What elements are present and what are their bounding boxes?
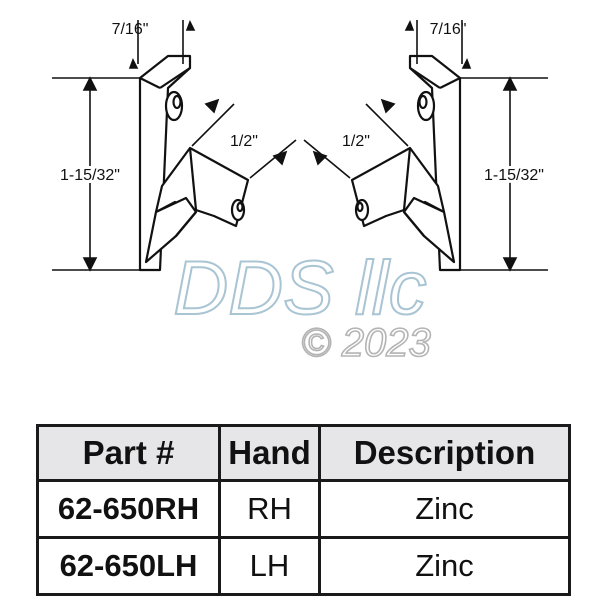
right-bracket-drawing bbox=[303, 20, 548, 272]
technical-diagram: 7/16" 7/16" 1-15/32" 1-15/32" 1/2" 1/2" … bbox=[52, 20, 548, 366]
hand-cell: LH bbox=[218, 536, 321, 596]
right-offset-label: 1/2" bbox=[342, 133, 370, 150]
table-row: 62-650LH LH Zinc bbox=[36, 536, 571, 596]
hand-cell: RH bbox=[218, 479, 321, 539]
left-height-label: 1-15/32" bbox=[60, 167, 120, 184]
left-width-label: 7/16" bbox=[112, 21, 149, 38]
description-cell: Zinc bbox=[318, 479, 571, 539]
header-hand: Hand bbox=[218, 424, 321, 482]
watermark-brand: DDS llc bbox=[173, 246, 426, 331]
header-part-number: Part # bbox=[36, 424, 221, 482]
table-header-row: Part # Hand Description bbox=[36, 424, 571, 482]
left-offset-label: 1/2" bbox=[230, 133, 258, 150]
left-dimension-lines bbox=[52, 20, 297, 272]
right-width-label: 7/16" bbox=[430, 21, 467, 38]
parts-table: Part # Hand Description 62-650RH RH Zinc… bbox=[36, 424, 571, 596]
left-bracket-drawing bbox=[138, 54, 250, 272]
right-height-label: 1-15/32" bbox=[484, 167, 544, 184]
part-number-cell: 62-650LH bbox=[36, 536, 221, 596]
description-cell: Zinc bbox=[318, 536, 571, 596]
header-description: Description bbox=[318, 424, 571, 482]
part-number-cell: 62-650RH bbox=[36, 479, 221, 539]
table-row: 62-650RH RH Zinc bbox=[36, 479, 571, 539]
watermark-copyright: © 2023 bbox=[301, 321, 431, 365]
